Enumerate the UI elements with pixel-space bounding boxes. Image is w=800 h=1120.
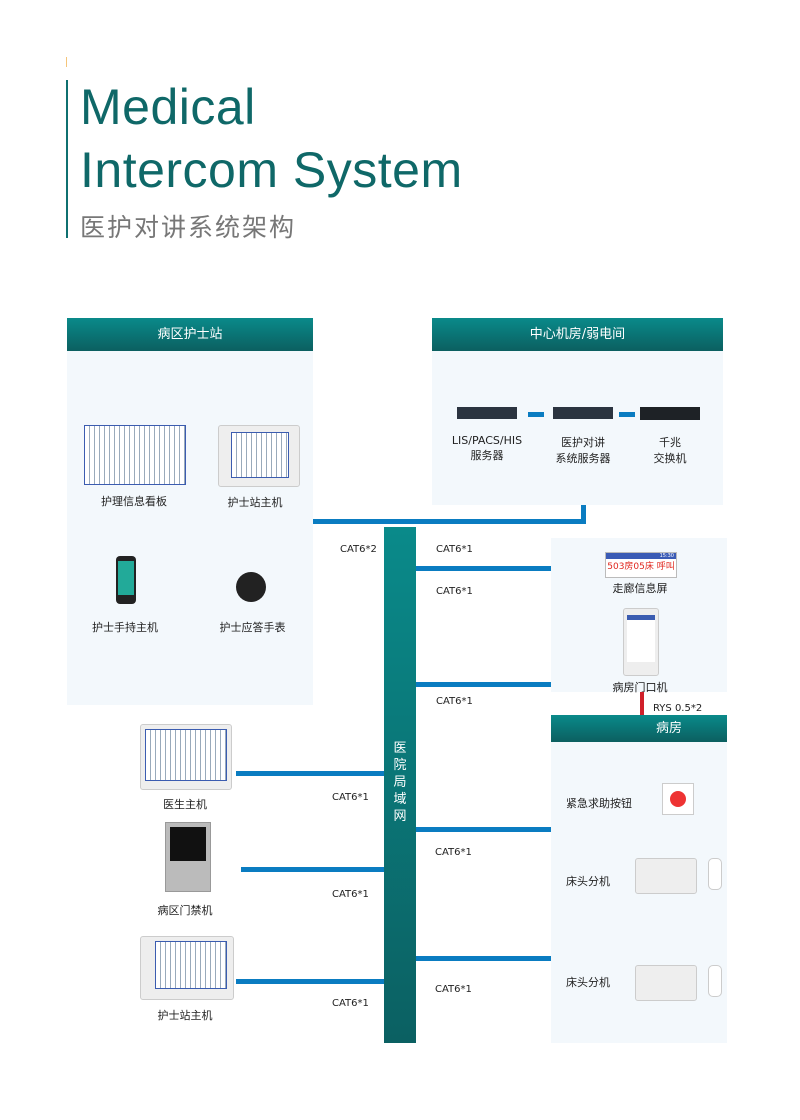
- door-unit-image: [623, 608, 659, 676]
- label: 医生主机: [163, 798, 207, 811]
- nurse-host-image: [218, 425, 300, 487]
- link: [236, 979, 384, 984]
- cable-label: CAT6*1: [435, 847, 472, 858]
- link: [416, 956, 551, 961]
- doctor-host-image: [140, 724, 232, 790]
- cable-label: CAT6*1: [436, 544, 473, 555]
- server-room-header: 中心机房/弱电间: [432, 318, 723, 351]
- server-label: 医护对讲系统服务器: [555, 436, 611, 465]
- cable-label: CAT6*1: [436, 586, 473, 597]
- nurse-host-image: [140, 936, 234, 1000]
- link: [416, 566, 551, 571]
- title-line2: Intercom System: [80, 142, 463, 198]
- cable-label: CAT6*1: [332, 889, 369, 900]
- server-image: [553, 407, 613, 419]
- label: 护理信息看板: [101, 495, 167, 508]
- link: [416, 682, 551, 687]
- lan-trunk: [384, 527, 416, 1043]
- cable-label: CAT6*1: [435, 984, 472, 995]
- label: 护士站主机: [227, 496, 283, 509]
- cable-label: CAT6*1: [436, 696, 473, 707]
- link: [416, 827, 551, 832]
- link: [581, 505, 586, 524]
- emergency-button-image: [662, 783, 694, 815]
- title-bar: [66, 80, 68, 238]
- accent-tick: [66, 57, 67, 67]
- nursing-board-image: [84, 425, 186, 485]
- lan-label: 医院局域网: [393, 741, 407, 824]
- handheld-image: [116, 556, 136, 604]
- label: 紧急求助按钮: [566, 797, 632, 810]
- bedside-unit-image: [635, 858, 697, 894]
- label: 护士手持主机: [92, 621, 158, 634]
- access-control-image: [165, 822, 211, 892]
- server-image: [457, 407, 517, 419]
- cable-label: RYS 0.5*2: [653, 703, 703, 714]
- subtitle: 医护对讲系统架构: [80, 213, 297, 242]
- watch-image: [236, 572, 266, 602]
- label: 护士站主机: [157, 1009, 213, 1022]
- label: 走廊信息屏: [612, 582, 668, 595]
- label: 病房门口机: [612, 681, 668, 694]
- bedside-unit-image: [635, 965, 697, 1001]
- link: [236, 771, 384, 776]
- cable-label: CAT6*2: [340, 544, 377, 555]
- title-line1: Medical: [80, 79, 256, 135]
- nurse-station-header: 病区护士站: [67, 318, 313, 351]
- label: 床头分机: [566, 976, 610, 989]
- label: 床头分机: [566, 875, 610, 888]
- link: [619, 412, 635, 417]
- label: 病区门禁机: [157, 904, 213, 917]
- handle-image: [708, 965, 722, 997]
- handle-image: [708, 858, 722, 890]
- nurse-station-panel: [67, 351, 313, 705]
- link: [313, 519, 586, 524]
- switch-image: [640, 407, 700, 420]
- link: [241, 867, 384, 872]
- server-room-panel: [432, 351, 723, 505]
- corridor-screen-image: 15:30 503房05床 呼叫: [605, 552, 677, 578]
- label: 护士应答手表: [219, 621, 286, 634]
- switch-label: 千兆交换机: [653, 436, 687, 465]
- ward-header: 病房: [551, 715, 727, 742]
- screen-time: 15:30: [606, 553, 676, 559]
- cable-label: CAT6*1: [332, 998, 369, 1009]
- cable-label: CAT6*1: [332, 792, 369, 803]
- link: [528, 412, 544, 417]
- screen-text: 503房05床 呼叫: [607, 562, 675, 572]
